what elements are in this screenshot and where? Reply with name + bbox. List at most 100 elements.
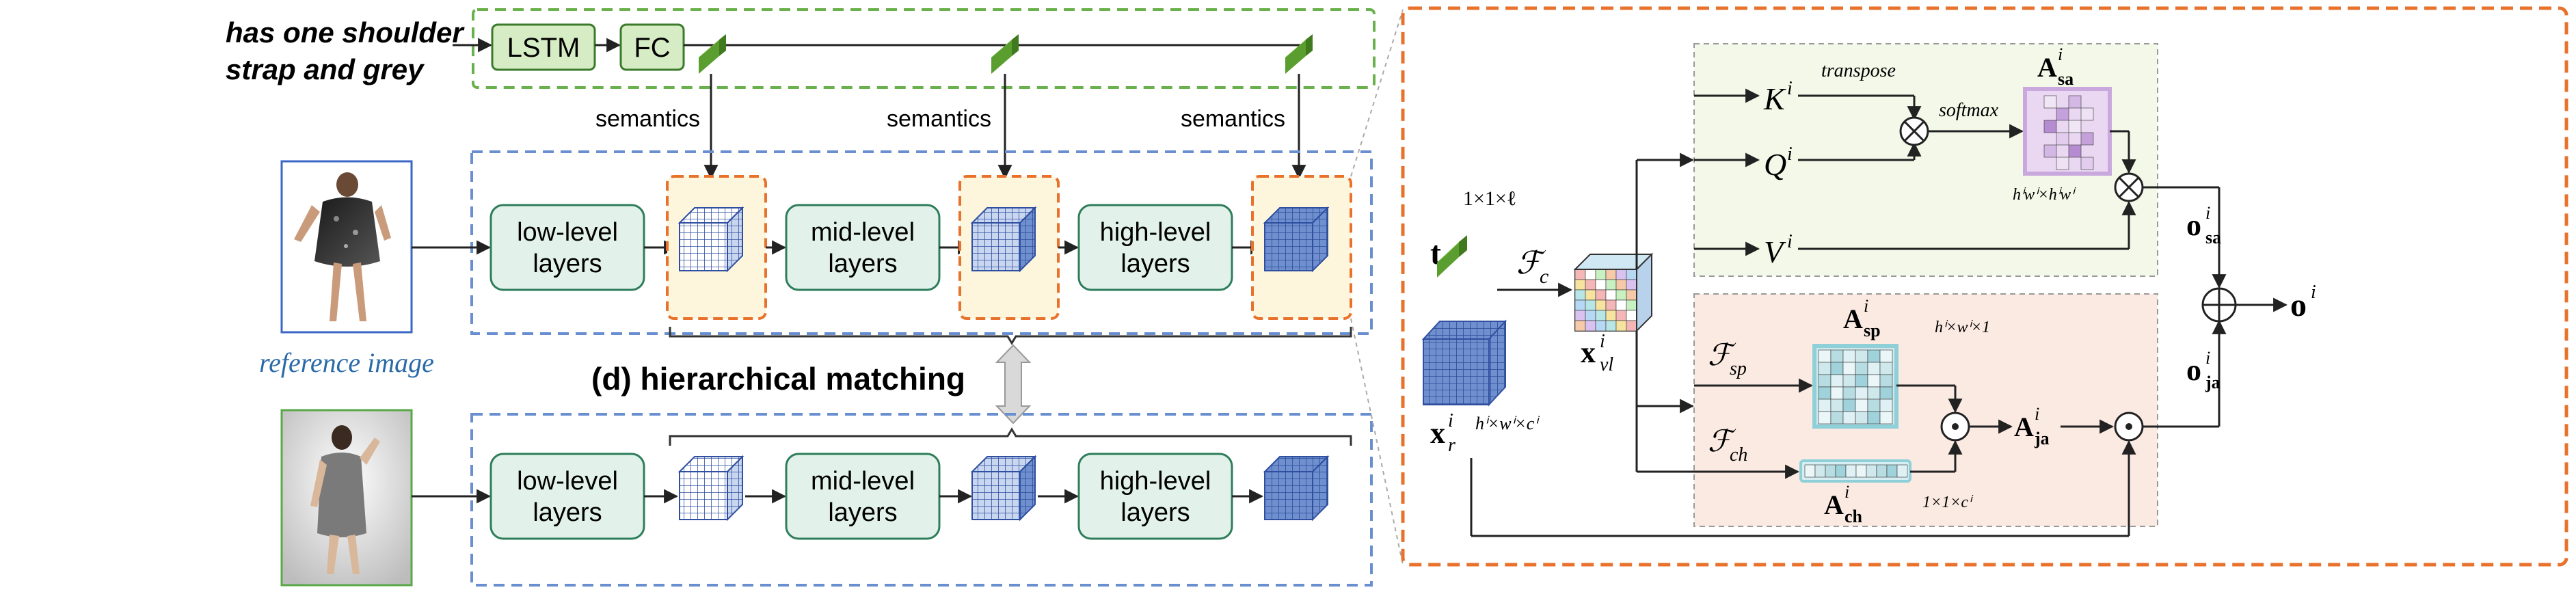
o-sa-sup: i [2205, 203, 2210, 223]
A-ch-attention-vector [1799, 459, 1911, 483]
A-ch-dim: 1×1×cⁱ [1922, 494, 1974, 511]
asa-cell [2068, 120, 2082, 133]
A-sa-label: A i sa [2037, 44, 2074, 89]
ach-cell [1876, 464, 1888, 478]
xvl-cell [1615, 269, 1627, 280]
asa-cell [2080, 132, 2094, 146]
reference-image [280, 160, 413, 334]
asp-cell [1867, 374, 1881, 388]
o-ja-label: o i ja [2186, 348, 2221, 392]
asp-cell [1879, 386, 1893, 400]
xvl-cell [1595, 279, 1607, 291]
text-encoder-frame [472, 8, 1376, 89]
xvl-cell [1585, 269, 1596, 280]
fc-label: FC [634, 33, 670, 63]
asp-cell [1855, 411, 1868, 425]
F-ch-sub: ch [1730, 444, 1747, 466]
ref-mid-line2: layers [828, 250, 897, 278]
matmul-op-1 [1899, 116, 1929, 146]
asp-cell [1867, 411, 1881, 425]
fc-function-sub: c [1540, 265, 1548, 288]
A-sp-label: A i sp [1843, 296, 1881, 340]
Q-label: Q i [1764, 144, 1793, 182]
semantics-label-2: semantics [887, 106, 991, 132]
asp-cell [1818, 399, 1832, 412]
o-ja-symbol: o [2186, 353, 2201, 387]
asp-cell [1879, 411, 1893, 425]
candidate-branch-frame [470, 413, 1373, 587]
xvl-cell [1626, 299, 1637, 311]
t-embedding-token [1437, 235, 1467, 278]
cand-low-line1: low-level [517, 467, 618, 496]
xvl-cell [1595, 299, 1607, 311]
asa-cell [2068, 95, 2082, 109]
semantics-label-3: semantics [1181, 106, 1285, 132]
asp-cell [1867, 399, 1881, 412]
asp-cell [1855, 374, 1868, 388]
asp-cell [1879, 374, 1893, 388]
joint-attention-box [1693, 293, 2158, 527]
ref-feature-box-1 [666, 175, 767, 320]
reference-branch-frame [470, 150, 1373, 335]
F-ch-label: ℱ ch [1708, 425, 1747, 466]
asp-cell [1818, 386, 1832, 400]
xvl-cell [1574, 320, 1586, 332]
ach-cell [1896, 464, 1908, 478]
xvl-cell [1595, 310, 1607, 321]
xvl-cell [1605, 279, 1617, 291]
lstm-label: LSTM [507, 33, 580, 63]
asp-cell [1818, 349, 1832, 363]
asa-cell [2056, 107, 2069, 121]
asa-cell [2043, 144, 2057, 158]
A-ja-sub: ja [2034, 429, 2050, 448]
asa-cell [2080, 157, 2094, 170]
transpose-label: transpose [1821, 60, 1896, 81]
asp-cell [1830, 349, 1844, 363]
xvl-cell [1626, 310, 1637, 321]
asa-cell [2043, 120, 2057, 133]
bottom-brace [669, 427, 1352, 446]
xvl-cell [1595, 269, 1607, 280]
A-sp-sup: i [1864, 296, 1868, 316]
ref-high-line2: layers [1121, 250, 1190, 278]
Q-symbol: Q [1764, 147, 1786, 182]
xvl-cell [1605, 269, 1617, 280]
detail-panel-frame [1401, 6, 2568, 567]
text-embedding-token-1 [699, 34, 726, 74]
A-sa-sub: sa [2058, 69, 2074, 89]
fc-box: FC [619, 23, 685, 71]
asp-cell [1855, 399, 1868, 412]
A-ch-label: A i ch [1824, 482, 1863, 526]
xvl-cell [1605, 289, 1617, 301]
xr-sub: r [1448, 435, 1455, 456]
asp-cell [1818, 362, 1832, 375]
sum-op [2201, 287, 2237, 323]
ach-cell [1825, 464, 1836, 478]
cand-feature-2 [970, 455, 1037, 522]
xvl-cell [1574, 299, 1586, 311]
xvl-cell [1615, 289, 1627, 301]
xvl-cell [1626, 269, 1637, 280]
A-sp-symbol: A [1843, 304, 1863, 334]
xvl-cell [1605, 320, 1617, 332]
xr-label: x i r hⁱ×wⁱ×cⁱ [1430, 410, 1540, 456]
asa-cell [2068, 144, 2082, 158]
asp-cell [1842, 399, 1856, 412]
asp-cell [1830, 386, 1844, 400]
ach-cell [1866, 464, 1877, 478]
ref-low-level-layers: low-level layers [489, 204, 645, 291]
o-ja-sup: i [2205, 348, 2210, 368]
xvl-cell [1626, 289, 1637, 301]
cand-low-level-layers: low-level layers [489, 453, 645, 540]
asp-cell [1842, 349, 1856, 363]
ach-cell [1886, 464, 1898, 478]
asp-cell [1855, 349, 1868, 363]
cand-mid-line2: layers [828, 498, 897, 527]
asp-cell [1842, 386, 1856, 400]
A-sa-sup: i [2058, 44, 2063, 64]
Q-sup: i [1787, 144, 1793, 165]
xvl-feature-cube [1573, 252, 1654, 333]
output-sup: i [2311, 282, 2316, 303]
asa-cell [2080, 107, 2094, 121]
